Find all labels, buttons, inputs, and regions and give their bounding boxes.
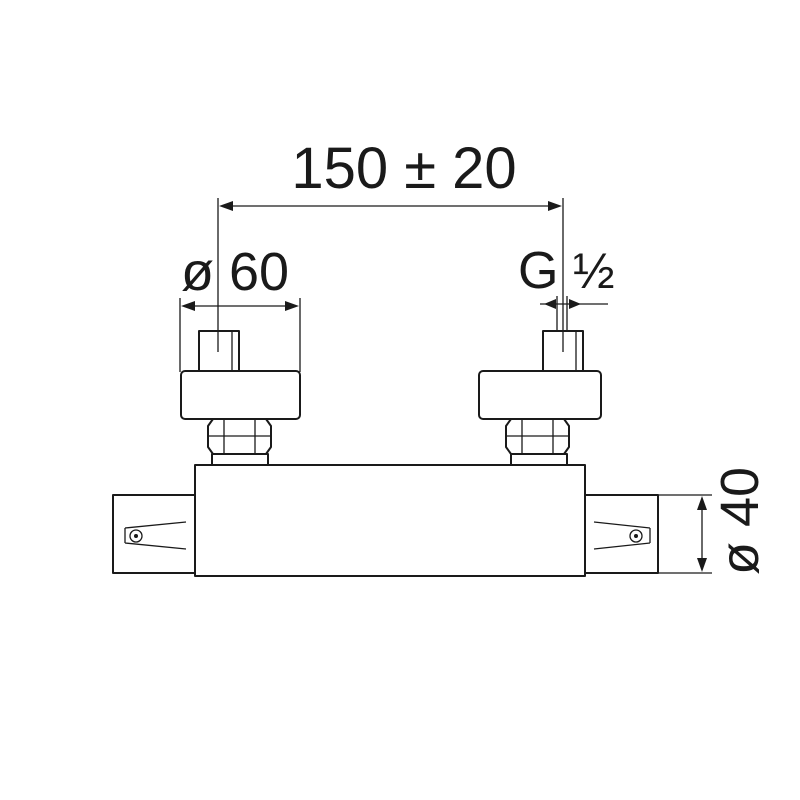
right-handle-lever [593,521,651,550]
left-inlet-pipe [198,330,240,372]
spacing-dimension-label: 150 ± 20 [291,136,516,201]
thread-label-prefix: G [518,242,558,300]
right-inlet-connector [478,330,602,466]
spacing-arrowhead-right [548,201,562,211]
left-handle-screw-center [134,534,138,538]
inlet-diameter-label: ø 60 [181,242,289,302]
body-diameter-label: ø 40 [710,467,770,575]
body-diameter-dimension: ø 40 [658,467,770,575]
central-body [194,464,586,577]
right-escutcheon [478,370,602,420]
mixer-body [112,464,659,577]
left-inlet-connector [180,330,301,466]
right-inlet-base [510,453,568,466]
left-escutcheon [180,370,301,420]
thread-arrowhead-right [569,299,581,309]
right-handle [584,494,659,574]
inlet-diameter-dimension: ø 60 [179,242,301,372]
spacing-dimension: 150 ± 20 [217,136,564,352]
inlet-arrowhead-left [181,301,195,311]
body-arrowhead-top [697,496,707,510]
spacing-arrowhead-left [219,201,233,211]
thread-label: G ½ [518,242,615,300]
thread-label-fraction: ½ [573,243,615,299]
inlet-arrowhead-right [285,301,299,311]
left-handle-screw-icon [129,529,143,543]
right-handle-screw-center [634,534,638,538]
left-handle-lever [124,521,187,550]
left-inlet-base [211,453,269,466]
right-handle-screw-icon [629,529,643,543]
thread-arrowhead-left [544,299,556,309]
thread-dimension: G ½ [518,242,615,332]
body-arrowhead-bottom [697,558,707,572]
